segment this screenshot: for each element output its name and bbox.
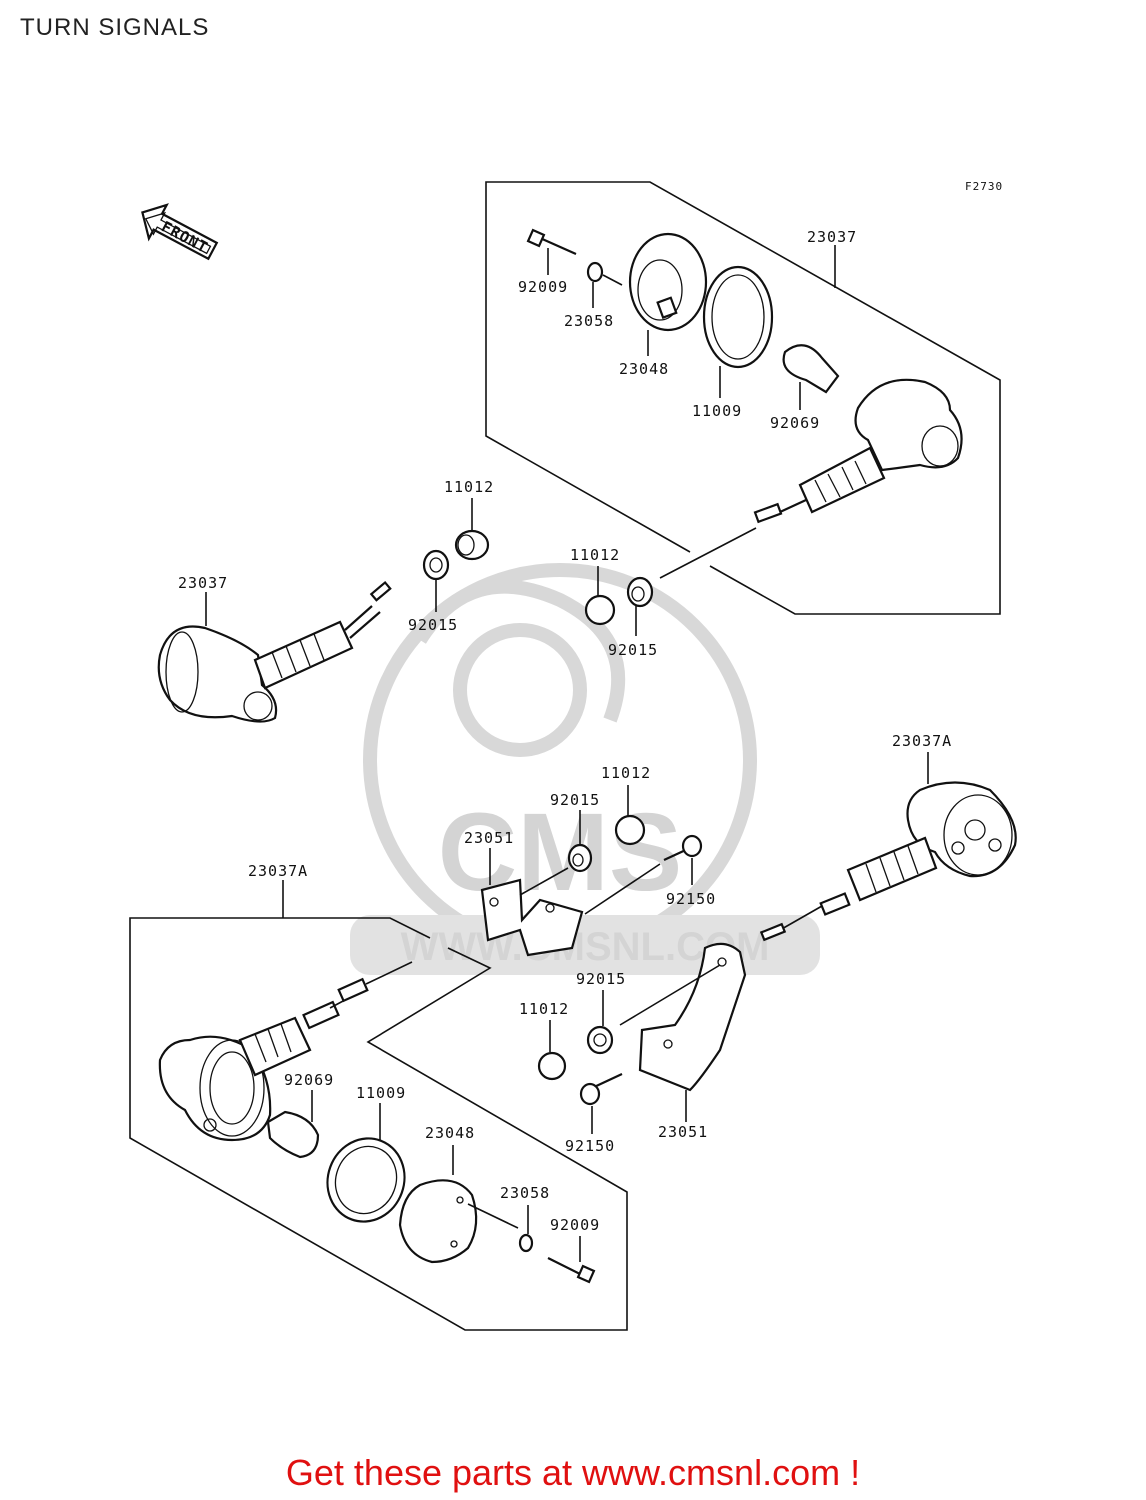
turn-signal-23037-upper [659, 378, 963, 579]
gasket-11009-lower [326, 1103, 406, 1223]
bulb-92069-upper [782, 344, 840, 410]
footer-link[interactable]: Get these parts at www.cmsnl.com ! [285, 1452, 861, 1493]
turn-signal-23037-left [157, 580, 392, 723]
callout-11009-b: 11009 [356, 1084, 406, 1102]
callout-23037A-b: 23037A [248, 862, 308, 880]
nut-92015-d [586, 990, 614, 1055]
callout-23037-b: 23037 [178, 574, 228, 592]
callout-23058-b: 23058 [500, 1184, 550, 1202]
grommet-11012-d [537, 1020, 567, 1081]
page-title: TURN SIGNALS [20, 14, 210, 41]
lens-23048-lower [398, 1145, 519, 1264]
callout-23048-a: 23048 [619, 360, 669, 378]
callout-23037A-a: 23037A [892, 732, 952, 750]
bolt-92150-lower [579, 1073, 623, 1134]
callout-92009-b: 92009 [550, 1216, 600, 1234]
upper-assembly-box [485, 181, 1001, 615]
washer-23058-upper [586, 261, 623, 308]
callout-23051-b: 23051 [658, 1123, 708, 1141]
callout-92150-b: 92150 [565, 1137, 615, 1155]
front-arrow-icon: FRONT [141, 203, 219, 261]
front-label: FRONT [158, 217, 211, 256]
callout-92009-a: 92009 [518, 278, 568, 296]
callout-11012-d: 11012 [519, 1000, 569, 1018]
bolt-92150-upper [663, 834, 703, 885]
screw-92009-lower [547, 1236, 596, 1284]
callout-23037-a: 23037 [807, 228, 857, 246]
lower-assembly-box [129, 880, 628, 1331]
lens-23048-upper [628, 232, 708, 356]
nut-92015-b [626, 576, 654, 636]
callout-92015-b: 92015 [608, 641, 658, 659]
nut-92015-c [567, 810, 593, 873]
bracket-23051-lower [619, 942, 747, 1122]
callout-92150-a: 92150 [666, 890, 716, 908]
bulb-92069-lower [266, 1090, 320, 1159]
watermark-text: CMS [438, 791, 682, 914]
callout-92015-d: 92015 [576, 970, 626, 988]
callout-11009-a: 11009 [692, 402, 742, 420]
grommet-11012-b [584, 566, 616, 626]
washer-23058-lower [518, 1205, 534, 1253]
callout-11012-a: 11012 [444, 478, 494, 496]
callout-92015-a: 92015 [408, 616, 458, 634]
callout-23051-a: 23051 [464, 829, 514, 847]
callout-11012-b: 11012 [570, 546, 620, 564]
callout-11012-c: 11012 [601, 764, 651, 782]
nut-92015-a [422, 549, 450, 612]
screw-92009-upper [526, 228, 577, 275]
callout-labels: 23037 92009 23058 23048 11009 92069 1101… [178, 228, 952, 1234]
grommet-11012-c [614, 785, 646, 846]
callout-23058-a: 23058 [564, 312, 614, 330]
callout-92069-a: 92069 [770, 414, 820, 432]
callout-92069-b: 92069 [284, 1071, 334, 1089]
callout-92015-c: 92015 [550, 791, 600, 809]
callout-23048-b: 23048 [425, 1124, 475, 1142]
turn-signal-23037A-right [759, 752, 1017, 942]
grommet-11012-a [454, 498, 490, 561]
bracket-23051-upper [480, 848, 661, 957]
turn-signal-23037A-lower [158, 961, 413, 1142]
figure-code: F2730 [965, 180, 1003, 193]
gasket-11009-upper [702, 265, 774, 398]
